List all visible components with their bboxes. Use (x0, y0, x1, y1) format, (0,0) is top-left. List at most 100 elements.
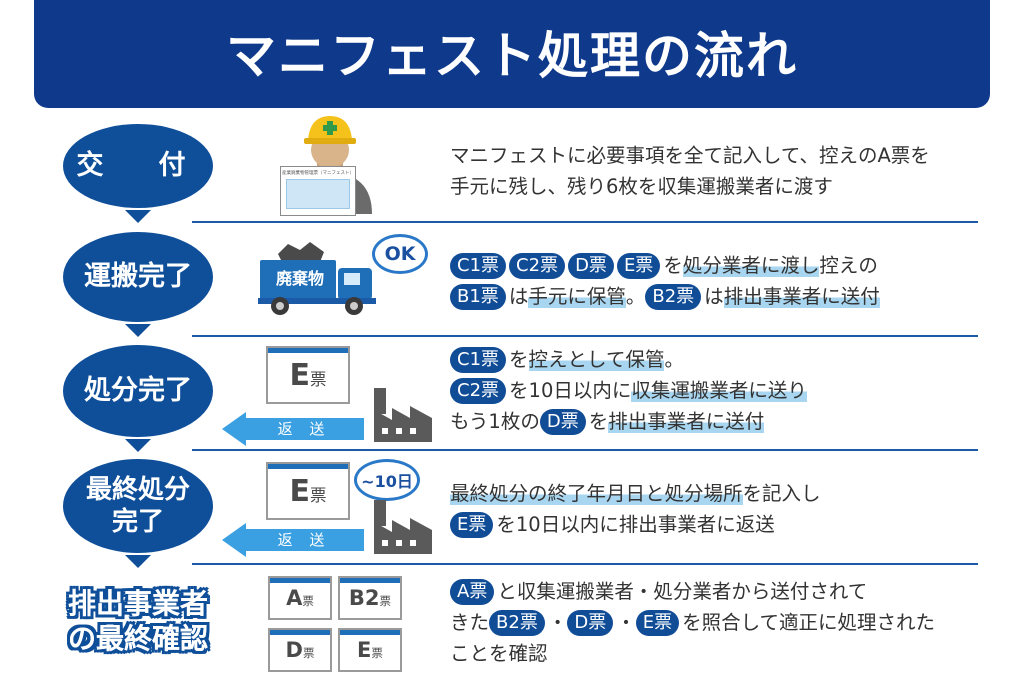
flow-arrow-icon (125, 555, 151, 568)
ten-day-badge: ~10日 (354, 459, 420, 501)
highlighted-text: 手元に保管 (528, 285, 626, 308)
slip-suffix: 票 (310, 370, 327, 389)
slip-badge: D票 (567, 610, 614, 636)
description-line: マニフェストに必要事項を全て記入して、控えのA票を (450, 140, 995, 171)
e-slip-document-icon: E票 (266, 462, 350, 520)
description-text: は (508, 285, 529, 308)
highlighted-text: 排出事業者に送付 (723, 285, 880, 308)
slip-badge: D票 (568, 253, 614, 279)
slip-letter: D (285, 638, 303, 662)
description-text: もう1枚の (450, 410, 540, 433)
return-arrow-label: 返 送 (244, 418, 364, 440)
description-line: C1票を控えとして保管。 (450, 344, 995, 375)
description-text: ・ (547, 611, 568, 634)
highlighted-text: 排出事業者に送付 (608, 410, 765, 433)
description-line: A票と収集運搬業者・処分業者から送付されて (450, 576, 995, 607)
slip-badge: B1票 (450, 284, 506, 310)
factory-icon (374, 388, 432, 442)
slip-suffix: 票 (379, 594, 392, 608)
step-label-final-check: 排出事業者の最終確認 (63, 583, 213, 659)
slip-badge: C1票 (450, 347, 507, 373)
slip-badge: C2票 (450, 378, 507, 404)
description-line: 最終処分の終了年月日と処分場所を記入し (450, 478, 995, 509)
return-arrow-label: 返 送 (244, 529, 364, 551)
description-text: は (704, 285, 724, 308)
slip-letter: E (289, 474, 311, 509)
d-slip-document-icon: D票 (268, 628, 332, 672)
description-line: 手元に残し、残り6枚を収集運搬業者に渡す (450, 171, 995, 202)
return-arrow-icon: 返 送 (222, 412, 364, 446)
description-line: E票を10日以内に排出事業者に返送 (450, 509, 995, 540)
description-text: を10日以内に排出事業者に返送 (496, 513, 775, 536)
row-divider (192, 335, 978, 337)
description-line: C2票を10日以内に収集運搬業者に送り (450, 375, 995, 406)
title-banner: マニフェスト処理の流れ (34, 0, 990, 108)
description-line: B1票は手元に保管。B2票は排出事業者に送付 (450, 281, 995, 312)
factory-icon (374, 500, 432, 554)
ok-badge-text: OK (384, 243, 416, 265)
step-label: 排出事業者の最終確認 (67, 587, 208, 655)
description-text: と収集運搬業者・処分業者から送付されて (497, 580, 868, 603)
garbage-truck-icon (258, 242, 376, 315)
slip-suffix: 票 (302, 646, 315, 660)
slip-badge: B2票 (489, 610, 545, 636)
description-line: ことを確認 (450, 638, 995, 669)
slip-badge: B2票 (645, 284, 702, 310)
step-oval-final-disposal-complete: 最終処分完了 (63, 459, 213, 553)
return-arrow-icon: 返 送 (222, 523, 364, 557)
flow-arrow-icon (125, 210, 151, 223)
slip-letter: E (357, 638, 372, 662)
description-text: を (509, 348, 529, 371)
b2-slip-document-icon: B2票 (338, 576, 402, 620)
step-label: 運搬完了 (84, 261, 192, 293)
description-text: 手元に残し、残り6枚を収集運搬業者に渡す (450, 175, 833, 198)
truck-cargo-label: 廃棄物 (275, 269, 324, 288)
e-slip-document-icon: E票 (338, 628, 402, 672)
flow-arrow-icon (125, 324, 151, 337)
ten-day-badge-text: ~10日 (361, 472, 413, 491)
description-text: を照合して適正に処理された (682, 611, 936, 634)
description-text: 控えの (819, 254, 878, 277)
step-label: 最終処分完了 (85, 474, 190, 538)
description-text: きた (450, 611, 490, 634)
slip-badge: E票 (450, 512, 494, 538)
step-description: マニフェストに必要事項を全て記入して、控えのA票を手元に残し、残り6枚を収集運搬… (450, 140, 995, 202)
slip-badge: C2票 (509, 253, 566, 279)
slip-badge: C1票 (450, 253, 507, 279)
description-text: 。 (664, 348, 684, 371)
slip-badge: E票 (635, 610, 680, 636)
row-divider (192, 563, 978, 565)
highlighted-text: 最終処分の終了年月日と処分場所 (450, 482, 743, 505)
description-text: 。 (625, 285, 646, 308)
slip-letter: B2 (348, 586, 380, 610)
form-title-text: 産業廃棄物管理票（マニフェスト） (282, 171, 354, 176)
description-text: を記入し (742, 482, 821, 505)
description-text: ・ (616, 611, 636, 634)
slip-badge: D票 (539, 409, 586, 435)
manifest-form-icon: 産業廃棄物管理票（マニフェスト） (280, 166, 356, 216)
slip-letter: E (289, 358, 311, 393)
row-divider (192, 221, 978, 223)
step-oval-disposal-complete: 処分完了 (63, 345, 213, 437)
slip-suffix: 票 (302, 594, 314, 608)
slip-badge: A票 (450, 579, 495, 605)
highlighted-text: 収集運搬業者に送り (631, 379, 807, 402)
ok-badge: OK (372, 234, 428, 274)
row-divider (192, 449, 978, 451)
step-oval-transport-complete: 運搬完了 (63, 232, 213, 322)
highlighted-text: 処分業者に渡し (682, 254, 820, 277)
description-text: を10日以内に (509, 379, 632, 402)
a-slip-document-icon: A票 (268, 576, 332, 620)
highlighted-text: 控えとして保管 (528, 348, 665, 371)
slip-letter: A (286, 586, 303, 610)
slip-badge: E票 (616, 253, 661, 279)
step-oval-issue: 交 付 (63, 124, 213, 208)
step-label: 交 付 (76, 150, 200, 182)
flow-arrow-icon (125, 439, 151, 452)
